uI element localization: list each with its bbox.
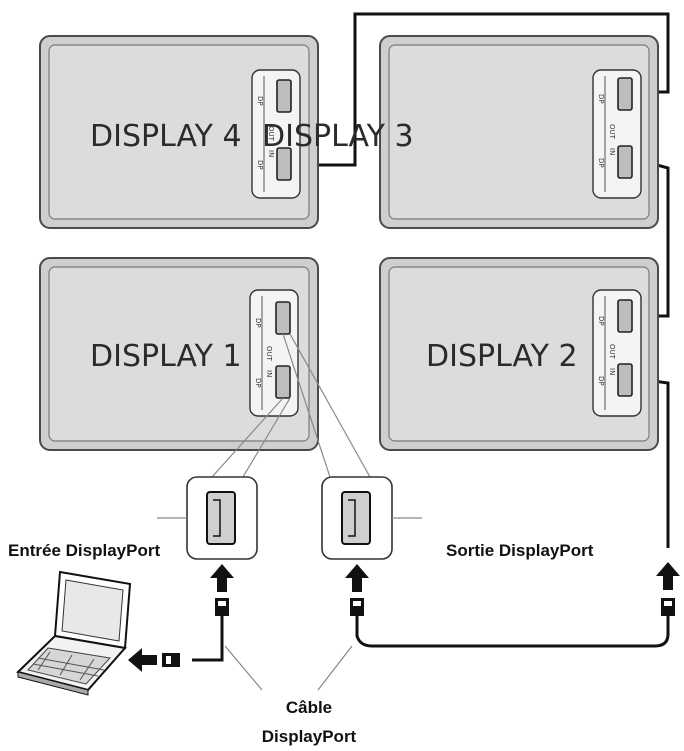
display-4-label: DISPLAY 4 (90, 119, 242, 154)
display-1-port-label-in: IN (265, 370, 273, 377)
display-4-port-label-dp-in: DP (256, 160, 264, 170)
display-1-label: DISPLAY 1 (90, 339, 242, 374)
cable-caption-leader (317, 645, 353, 691)
cable-laptop-to-display1 (192, 616, 224, 662)
display-2-dp-in-port (617, 363, 633, 397)
up-arrow-icon (210, 564, 234, 592)
cable-display4-to-display3 (288, 12, 670, 167)
input-plug-group (192, 564, 234, 662)
cable-caption-line1: Câble (286, 698, 332, 717)
input-caption: Entrée DisplayPort (8, 541, 160, 560)
zoom-callout-lines (211, 333, 371, 478)
output-caption: Sortie DisplayPort (446, 541, 594, 560)
display-2-dp-out-port (617, 299, 633, 333)
display-3-dp-out-port (617, 77, 633, 111)
display-4-dp-out-port (276, 79, 292, 113)
display-2: DP OUT IN DP DISPLAY 2 (379, 257, 659, 451)
display-3-port-label-dp-in: DP (597, 158, 605, 168)
display-4: DP OUT IN DP DISPLAY 4 (39, 35, 319, 229)
display-1-dp-in-port (275, 365, 291, 399)
dp-input-port-zoom (206, 491, 236, 545)
display-2-port-label-out: OUT (608, 344, 616, 360)
display-1-dp-out-port (275, 301, 291, 335)
dp-input-zoom (157, 476, 258, 560)
chain-end-plug-group (656, 562, 680, 616)
display-3-port-bay (592, 69, 642, 199)
display-3-port-label-dp-out: DP (597, 94, 605, 104)
display-3-dp-in-port (617, 145, 633, 179)
display-4-dp-in-port (276, 147, 292, 181)
display-1: DP OUT IN DP DISPLAY 1 (39, 257, 319, 451)
cable-display1-to-chain-end (355, 616, 670, 648)
display-4-port-label-out: OUT (267, 126, 275, 142)
display-3: DP OUT IN DP (379, 35, 659, 229)
dp-output-zoom (321, 476, 422, 560)
display-2-port-label-dp-in: DP (597, 376, 605, 386)
up-arrow-icon (656, 562, 680, 590)
display-4-port-label-in: IN (267, 150, 275, 157)
dp-output-port-zoom (341, 491, 371, 545)
laptop-plug-group (128, 648, 180, 672)
display-3-port-label-in: IN (608, 148, 616, 155)
cable-caption-line2: DisplayPort (262, 727, 357, 746)
up-arrow-icon (345, 564, 369, 592)
display-3-label: DISPLAY 3 (262, 119, 414, 154)
laptop-icon (16, 570, 132, 696)
display-4-port-label-dp-out: DP (256, 96, 264, 106)
display-2-port-bay (592, 289, 642, 417)
display-1-port-label-out: OUT (265, 346, 273, 362)
display-1-port-label-dp-out: DP (254, 318, 262, 328)
display-2-port-label-dp-out: DP (597, 316, 605, 326)
output-plug-group (345, 564, 369, 616)
dp-plug-icon (661, 598, 675, 616)
cable-caption-leader (224, 645, 263, 691)
display-3-port-label-out: OUT (608, 124, 616, 140)
dp-plug-icon (215, 598, 229, 616)
display-1-port-label-dp-in: DP (254, 378, 262, 388)
dp-plug-icon (350, 598, 364, 616)
display-2-port-label-in: IN (608, 368, 616, 375)
left-arrow-icon (128, 648, 157, 672)
display-2-label: DISPLAY 2 (426, 339, 578, 374)
